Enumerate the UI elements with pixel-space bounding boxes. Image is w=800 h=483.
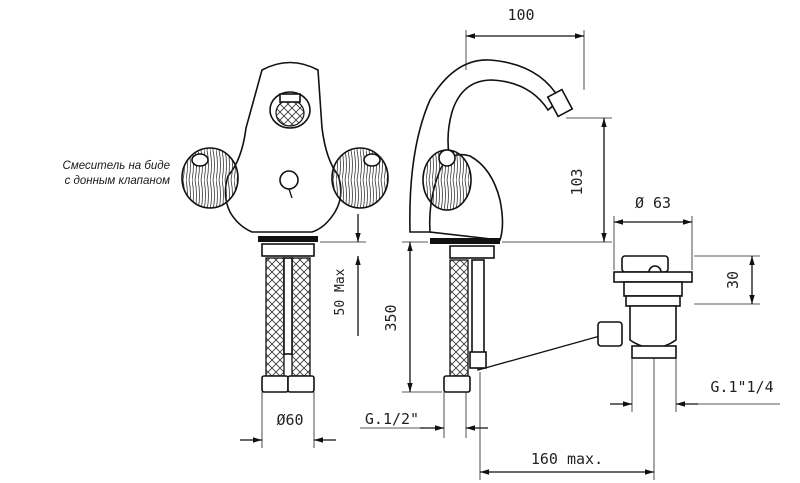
side-view [409, 59, 601, 393]
dim-max-flex: 50 Max [333, 268, 348, 315]
left-flex-hose [265, 257, 285, 377]
left-hose-nut [261, 375, 289, 393]
drain-gasket-2 [625, 295, 681, 307]
left-handle [181, 147, 239, 209]
right-handle-cap [363, 153, 381, 167]
side-flex-hose [449, 259, 469, 377]
dim-base-diameter: Ø60 [276, 411, 303, 429]
side-base-gasket [430, 238, 500, 244]
dim-width-top: 100 [507, 6, 534, 24]
dim-drain-height: 30 [724, 271, 742, 289]
left-handle-cap [191, 153, 209, 167]
side-popup-rod [471, 259, 485, 357]
caption-line-1: Смеситель на биде [62, 160, 170, 172]
front-view [181, 61, 389, 393]
front-base-gasket [258, 236, 318, 242]
dim-max-rod: 160 max. [531, 450, 603, 468]
caption-line-2: с донным клапаном [64, 175, 170, 187]
drain-flange [613, 271, 693, 283]
popup-linkage [477, 335, 601, 371]
linkage-clip [469, 351, 487, 369]
dim-thread-left: G.1/2" [365, 410, 419, 428]
drain-valve [597, 255, 693, 359]
dim-drain-diameter: Ø 63 [635, 194, 671, 212]
right-hose-nut [287, 375, 315, 393]
drain-tail-nut [631, 345, 677, 359]
front-base-nut [261, 243, 315, 257]
front-body [224, 61, 342, 233]
dim-thread-right: G.1"1/4 [710, 378, 773, 396]
right-flex-hose [291, 257, 311, 377]
drain-body [629, 305, 677, 349]
dim-flex-length: 350 [382, 304, 400, 331]
popup-rod [288, 188, 293, 199]
drain-lever-nut [597, 321, 623, 347]
aerator-ring [279, 93, 301, 103]
side-hose-nut [443, 375, 471, 393]
dimension-lines [240, 30, 780, 480]
popup-knob [279, 170, 299, 190]
product-caption: Смеситель на биде с донным клапаном [20, 159, 170, 189]
side-handle-cap [438, 149, 456, 167]
center-stud [283, 257, 293, 355]
aerator [275, 99, 305, 127]
dim-spout-height: 103 [568, 168, 586, 195]
side-base-nut [449, 245, 495, 259]
side-spout-tip [546, 88, 574, 118]
drain-gasket-1 [623, 281, 683, 297]
